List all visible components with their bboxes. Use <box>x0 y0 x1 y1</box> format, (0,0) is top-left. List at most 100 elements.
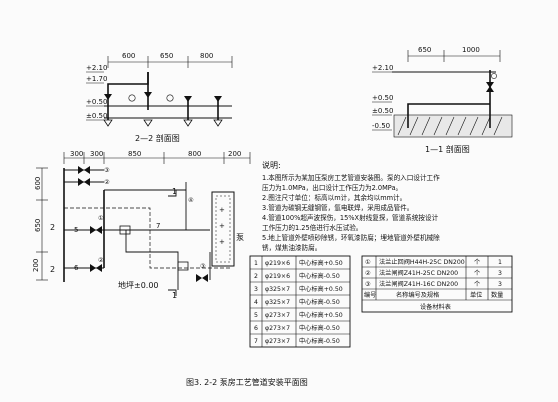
plus-icon: + <box>219 238 225 246</box>
material-header-unit: 单位 <box>470 291 482 299</box>
pipe-row-elev: 中心标高-0.50 <box>299 337 340 345</box>
material-row-qty: 3 <box>498 270 502 277</box>
pipe-row-no: 3 <box>254 286 258 293</box>
material-header-no: 编号 <box>364 291 376 299</box>
callout-1: ① <box>98 215 104 222</box>
pipe-marker-5: 5 <box>74 226 78 234</box>
material-row-unit: 个 <box>474 281 480 288</box>
pipe-row-no: 5 <box>254 312 258 319</box>
note-line: 3.管道为碳钢无缝钢管，氩电联焊，采用成品管件。 <box>262 203 413 212</box>
material-row-unit: 个 <box>474 270 480 277</box>
note-line: 压力为1.0MPa，出口设计工作压力为2.0MPa。 <box>262 183 402 192</box>
plan-view: 300 300 850 800 200 600 650 200 + + + 泵 <box>32 150 251 300</box>
sec22-elev-1: +2.10 <box>86 64 107 72</box>
floor-label: 地坪±0.00 <box>118 280 159 290</box>
material-row-unit: 个 <box>474 259 480 266</box>
sec11-elev-4: -0.50 <box>372 122 390 130</box>
pipe-row-spec: φ325×7 <box>265 286 290 293</box>
material-header-name: 名称编号及规格 <box>396 291 440 299</box>
notes-heading: 说明: <box>262 160 281 170</box>
pump-label: 泵 <box>236 233 244 242</box>
pipe-table: 1 φ219×6 中心标高+0.50 2 φ219×6 中心标高-0.50 3 … <box>249 255 351 348</box>
pipe-marker-6: 6 <box>74 264 79 272</box>
pipe-row-elev: 中心标高-0.50 <box>299 324 340 332</box>
plan-top-dim-2: 300 <box>90 150 103 158</box>
plan-left-dim-1: 600 <box>34 177 42 190</box>
material-row-name: 法兰闸阀Z41H-25C DN200 <box>379 269 458 277</box>
pipe-marker-7: 7 <box>156 222 160 230</box>
material-row-no: ③ <box>365 281 371 288</box>
valve-icon <box>486 82 494 92</box>
sec22-elev-4: ±0.50 <box>86 112 107 120</box>
sec22-dim-2: 650 <box>160 52 173 60</box>
material-table: ① 法兰止回阀H44H-25C DN200 个 1 ② 法兰闸阀Z41H-25C… <box>361 255 513 313</box>
section-mark-2-top: 2 <box>50 223 55 232</box>
pipe-row-no: 1 <box>254 260 258 267</box>
pipe-row-spec: φ325×7 <box>265 299 290 306</box>
callout-2: ② <box>104 179 110 186</box>
note-line: 锈，煤焦油漆防腐。 <box>262 243 321 252</box>
section-mark-1-top: 1 <box>172 187 177 196</box>
pipe-row-no: 4 <box>254 299 258 306</box>
pump-box <box>211 191 235 267</box>
note-line: 工作压力的1.25倍进行水压试验。 <box>262 223 362 232</box>
pipe-row-elev: 中心标高+0.50 <box>299 285 343 293</box>
pipe-row-spec: φ273×7 <box>265 325 290 332</box>
sec11-dim-1: 650 <box>418 46 431 54</box>
material-row-name: 法兰止回阀H44H-25C DN200 <box>379 258 465 266</box>
plus-icon: + <box>219 222 225 230</box>
section-mark-1-bottom: 1 <box>172 291 177 300</box>
plan-top-dim-4: 800 <box>188 150 201 158</box>
plus-icon: + <box>219 206 225 214</box>
callout-3b: ③ <box>200 263 206 270</box>
material-row-name: 法兰闸阀Z41H-16C DN200 <box>379 280 458 288</box>
pipe-row-elev: 中心标高+0.50 <box>299 311 343 319</box>
sec22-elev-2: +1.70 <box>86 75 107 83</box>
pipe-row-spec: φ273×7 <box>265 312 290 319</box>
note-line: 5.地上管道外壁喷砂除锈，环氧漆防腐；埋地管道外壁机械除 <box>262 233 440 242</box>
plan-left-dim-2: 650 <box>34 219 42 232</box>
plan-top-dim-3: 850 <box>128 150 141 158</box>
callout-3: ③ <box>104 167 110 174</box>
material-row-qty: 1 <box>498 259 502 266</box>
note-line: 2.图注尺寸单位：标高以m计，其余均以mm计。 <box>262 193 406 202</box>
callout-2b: ② <box>98 257 104 264</box>
notes-block: 说明: 1.本图所示为某加压泵房工艺管道安装图。泵的入口设计工作 压力为1.0M… <box>262 160 440 252</box>
section-mark-2-bottom: 2 <box>50 265 55 274</box>
pipe-row-spec: φ219×6 <box>265 260 290 267</box>
section-2-2: 600 650 800 +2.10 +1.70 +0.50 ±0.50 <box>86 52 233 143</box>
pipe-row-elev: 中心标高-0.50 <box>299 298 340 306</box>
pipe-row-no: 7 <box>254 338 258 345</box>
sec11-elev-3: ±0.50 <box>372 107 393 115</box>
support-icon <box>103 119 223 127</box>
pipe-row-no: 6 <box>254 325 258 332</box>
pipe-row-elev: 中心标高-0.50 <box>299 272 340 280</box>
figure-caption: 图3. 2-2 泵房工艺管道安装平面图 <box>186 377 308 387</box>
material-caption: 设备材料表 <box>420 303 451 311</box>
pipe-row-elev: 中心标高+0.50 <box>299 259 343 267</box>
sec22-title: 2—2 剖面图 <box>135 133 180 143</box>
section-1-1: 650 1000 +2.10 +0.50 ±0.50 -0.50 1—1 剖面图 <box>372 46 513 154</box>
plan-left-dim-3: 200 <box>32 259 40 272</box>
sec22-dim-3: 800 <box>200 52 213 60</box>
pipe-row-spec: φ219×6 <box>265 273 290 280</box>
plan-top-dim-1: 300 <box>70 150 83 158</box>
pipe-row-no: 2 <box>254 273 258 280</box>
valve-icon <box>104 92 222 102</box>
note-line: 1.本图所示为某加压泵房工艺管道安装图。泵的入口设计工作 <box>262 173 440 182</box>
note-line: 4.管道100%超声波探伤，15%X射线复探，管道系统按设计 <box>262 213 439 222</box>
pipe-row-spec: φ273×7 <box>265 338 290 345</box>
sec11-elev-2: +0.50 <box>372 94 393 102</box>
sec22-elev-3: +0.50 <box>86 98 107 106</box>
plan-top-dim-5: 200 <box>228 150 241 158</box>
material-header-qty: 数量 <box>491 291 503 299</box>
sec11-title: 1—1 剖面图 <box>425 144 470 154</box>
sec11-elev-1: +2.10 <box>372 64 393 72</box>
material-row-no: ① <box>365 259 371 266</box>
valve-icon <box>78 166 208 282</box>
material-row-qty: 3 <box>498 281 502 288</box>
sec11-dim-2: 1000 <box>462 46 480 54</box>
callout-4: ④ <box>188 197 194 204</box>
